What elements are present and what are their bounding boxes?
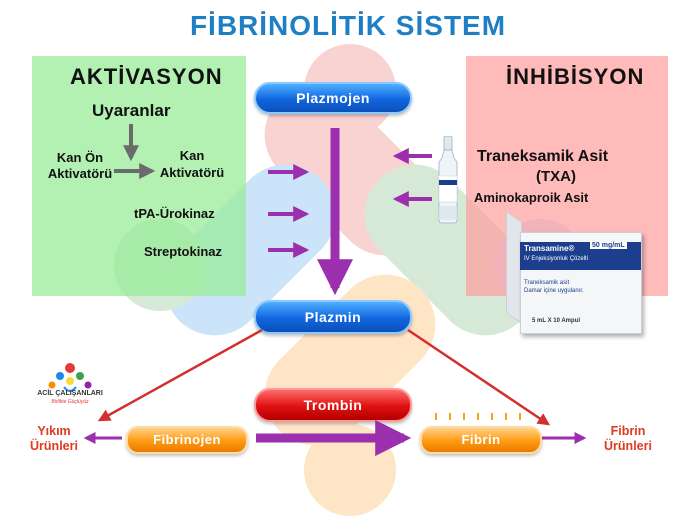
logo-icon: [48, 363, 92, 392]
vial-icon: [438, 136, 458, 224]
drug-box-pack: 5 mL X 10 Ampul: [532, 318, 581, 324]
vial-label: Transamine: [438, 176, 466, 182]
txa-line2: (TXA): [536, 168, 576, 185]
streptokinase-label: Streptokinaz: [144, 244, 223, 259]
stimuli-label: Uyaranlar: [92, 101, 171, 120]
activation-heading: AKTİVASYON: [70, 64, 223, 89]
aminocaproic-label: Aminokaproik Asit: [474, 190, 589, 205]
drug-box-form: IV Enjeksiyonluk Çözelti: [524, 256, 589, 262]
degradation-products-line2: Ürünleri: [30, 439, 78, 453]
degradation-products-line1: Yıkım: [37, 424, 71, 438]
activation-panel: [32, 56, 246, 296]
drug-box-icon: Transamine® 50 mg/mL IV Enjeksiyonluk Çö…: [506, 210, 642, 334]
page-title: FİBRİNOLİTİK SİSTEM: [189, 10, 507, 41]
plasmin-node: Plazmin: [254, 300, 412, 334]
fibrin-products-line1: Fibrin: [610, 424, 646, 438]
drug-box-brand: Transamine®: [524, 244, 575, 253]
txa-line1: Traneksamik Asit: [477, 148, 609, 165]
fibrinogen-node: Fibrinojen: [126, 426, 248, 454]
plasminogen-node: Plazmojen: [254, 82, 412, 114]
proactivator-line2: Aktivatörü: [47, 166, 113, 181]
activator-line1: Kan: [179, 148, 205, 163]
fibrin-node: Fibrin: [420, 426, 542, 454]
fibrin-products-line2: Ürünleri: [604, 439, 652, 453]
inhibition-heading: İNHİBİSYON: [506, 64, 645, 89]
logo-tagline: Birlikte Güçlüyüz: [51, 399, 89, 405]
drug-box-sub1: Traneksamik asit: [524, 280, 570, 286]
activator-line2: Aktivatörü: [159, 165, 225, 180]
logo-name: ACİL ÇALIŞANLARI: [37, 390, 103, 397]
drug-box-dose: 50 mg/mL: [590, 242, 627, 249]
thrombin-node: Trombin: [254, 388, 412, 422]
drug-box-sub2: Damar içine uygulanır.: [524, 288, 584, 294]
tpa-urokinase-label: tPA-Ürokinaz: [134, 206, 215, 221]
proactivator-line1: Kan Ön: [56, 150, 104, 165]
